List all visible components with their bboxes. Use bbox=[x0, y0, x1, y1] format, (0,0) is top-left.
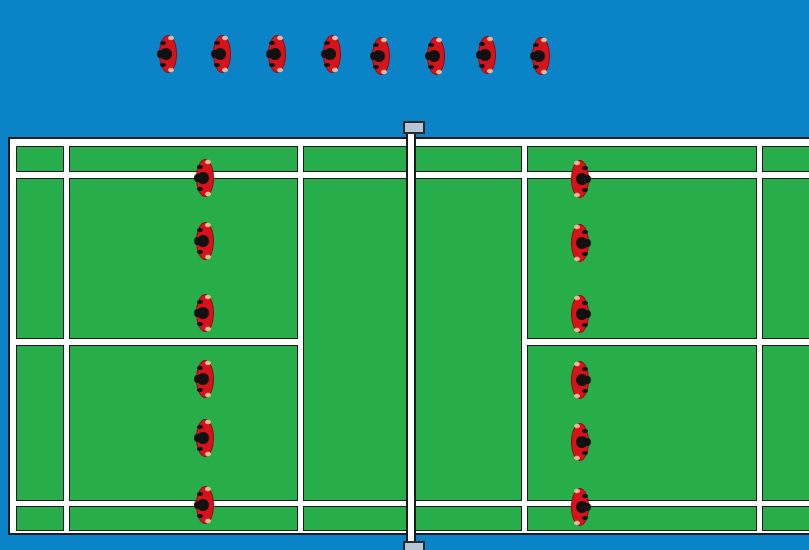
right-team-player[interactable] bbox=[569, 485, 591, 529]
bench-player[interactable] bbox=[321, 32, 343, 76]
right-team-player[interactable] bbox=[569, 358, 591, 402]
bench-player[interactable] bbox=[476, 33, 498, 77]
player-sprite bbox=[194, 416, 216, 460]
player-sprite bbox=[569, 485, 591, 529]
bench-player[interactable] bbox=[370, 34, 392, 78]
left-team-player[interactable] bbox=[194, 483, 216, 527]
player-sprite bbox=[370, 34, 392, 78]
right-team-player[interactable] bbox=[569, 157, 591, 201]
player-sprite bbox=[194, 291, 216, 335]
bench-player[interactable] bbox=[530, 34, 552, 78]
player-sprite bbox=[569, 157, 591, 201]
left-team-player[interactable] bbox=[194, 291, 216, 335]
player-sprite bbox=[194, 357, 216, 401]
player-sprite bbox=[476, 33, 498, 77]
net-post-top bbox=[403, 121, 425, 134]
left-team-player[interactable] bbox=[194, 156, 216, 200]
player-sprite bbox=[157, 32, 179, 76]
bench-player[interactable] bbox=[266, 32, 288, 76]
player-sprite bbox=[194, 219, 216, 263]
player-sprite bbox=[425, 34, 447, 78]
player-sprite bbox=[530, 34, 552, 78]
net bbox=[406, 132, 416, 550]
player-sprite bbox=[194, 483, 216, 527]
bench-player[interactable] bbox=[425, 34, 447, 78]
player-sprite bbox=[211, 32, 233, 76]
player-sprite bbox=[569, 420, 591, 464]
left-team-player[interactable] bbox=[194, 416, 216, 460]
bench-player[interactable] bbox=[211, 32, 233, 76]
bench-player[interactable] bbox=[157, 32, 179, 76]
player-sprite bbox=[194, 156, 216, 200]
right-team-player[interactable] bbox=[569, 420, 591, 464]
player-sprite bbox=[321, 32, 343, 76]
left-team-player[interactable] bbox=[194, 219, 216, 263]
player-sprite bbox=[266, 32, 288, 76]
right-team-player[interactable] bbox=[569, 221, 591, 265]
left-team-player[interactable] bbox=[194, 357, 216, 401]
player-sprite bbox=[569, 292, 591, 336]
player-sprite bbox=[569, 358, 591, 402]
right-team-player[interactable] bbox=[569, 292, 591, 336]
player-sprite bbox=[569, 221, 591, 265]
net-post-bottom bbox=[403, 541, 425, 550]
